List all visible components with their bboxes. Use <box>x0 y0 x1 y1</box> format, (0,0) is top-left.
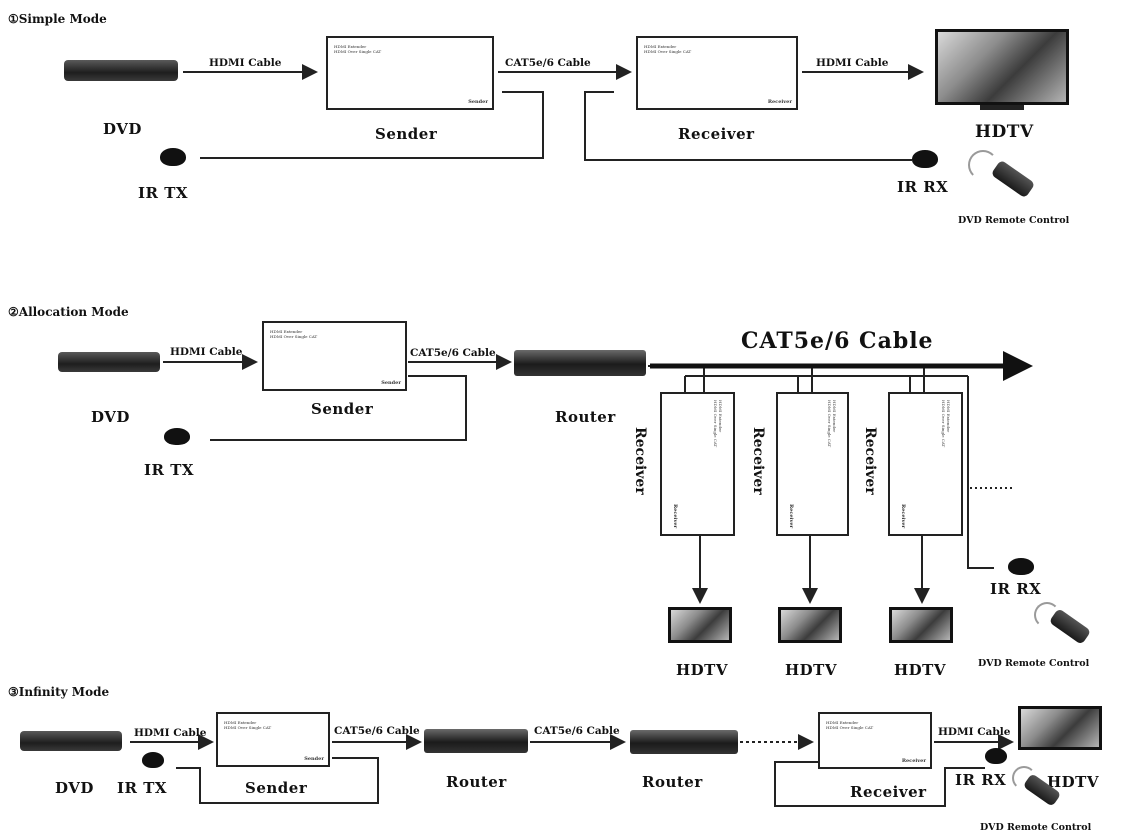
cat-cable-label-2: CAT5e/6 Cable <box>534 725 620 737</box>
cat-cable-label: CAT5e/6 Cable <box>505 57 591 69</box>
router-icon-2 <box>630 730 738 754</box>
router-icon-1 <box>424 729 528 753</box>
receiver-label: Receiver <box>678 125 755 143</box>
hdmi-cable-label-2: HDMI Cable <box>938 726 1011 738</box>
tv-stand <box>980 105 1024 110</box>
sender-label: Sender <box>245 779 308 797</box>
dvd-label: DVD <box>103 120 142 138</box>
hdtv-icon-2 <box>778 607 842 643</box>
sender-tag: Sender <box>468 99 488 105</box>
dvd-player-icon <box>58 352 160 372</box>
ir-tx-label: IR TX <box>144 461 195 479</box>
cat-cable-label: CAT5e/6 Cable <box>410 347 496 359</box>
hdmi-cable-label: HDMI Cable <box>170 346 243 358</box>
remote-label: DVD Remote Control <box>980 822 1092 833</box>
router-label: Router <box>555 408 616 426</box>
receiver-label-1: Receiver <box>632 427 648 495</box>
hdmi-cable-label: HDMI Cable <box>134 727 207 739</box>
hdtv-icon <box>935 29 1069 105</box>
ir-rx-sensor-icon <box>985 748 1007 764</box>
ir-signal-icon <box>1012 766 1036 790</box>
hdtv-label: HDTV <box>975 122 1034 142</box>
ir-rx-label: IR RX <box>955 771 1007 789</box>
ir-tx-sensor-icon <box>142 752 164 768</box>
ir-rx-sensor-icon <box>912 150 938 168</box>
ir-tx-label: IR TX <box>117 779 168 797</box>
remote-label: DVD Remote Control <box>978 658 1090 669</box>
sender-label: Sender <box>375 125 438 143</box>
ir-tx-sensor-icon <box>164 428 190 445</box>
hdtv-label: HDTV <box>1047 773 1099 791</box>
router-label-1: Router <box>446 773 507 791</box>
dvd-label: DVD <box>55 779 94 797</box>
ir-tx-label: IR TX <box>138 184 189 202</box>
dvd-player-icon <box>64 60 178 81</box>
mode-title-simple: ①Simple Mode <box>8 12 107 26</box>
ir-rx-label: IR RX <box>897 178 949 196</box>
dvd-label: DVD <box>91 408 130 426</box>
mode-title-infinity: ③Infinity Mode <box>8 685 110 699</box>
cat-cable-label: CAT5e/6 Cable <box>334 725 420 737</box>
ir-rx-sensor-icon <box>1008 558 1034 575</box>
hdtv-icon-3 <box>889 607 953 643</box>
receiver-label-3: Receiver <box>862 427 878 495</box>
hdtv-label-2: HDTV <box>785 661 837 679</box>
ir-signal-icon <box>968 150 998 180</box>
router-icon <box>514 350 646 376</box>
router-label-2: Router <box>642 773 703 791</box>
mode-title-allocation: ②Allocation Mode <box>8 305 129 319</box>
ir-tx-sensor-icon <box>160 148 186 166</box>
sender-label: Sender <box>311 400 374 418</box>
remote-label: DVD Remote Control <box>958 215 1070 226</box>
receiver-label: Receiver <box>850 783 927 801</box>
receiver-tag: Receiver <box>767 99 792 105</box>
hdmi-cable-label-2: HDMI Cable <box>816 57 889 69</box>
ir-signal-icon <box>1034 602 1060 628</box>
dvd-player-icon <box>20 731 122 751</box>
ir-rx-label: IR RX <box>990 580 1042 598</box>
receiver-label-2: Receiver <box>750 427 766 495</box>
hdmi-cable-label: HDMI Cable <box>209 57 282 69</box>
hdtv-icon-1 <box>668 607 732 643</box>
hdtv-label-1: HDTV <box>676 661 728 679</box>
sender-tag: Sender <box>381 380 401 386</box>
cat-cable-bus-label: CAT5e/6 Cable <box>741 328 934 354</box>
hdtv-icon <box>1018 706 1102 750</box>
hdtv-label-3: HDTV <box>894 661 946 679</box>
